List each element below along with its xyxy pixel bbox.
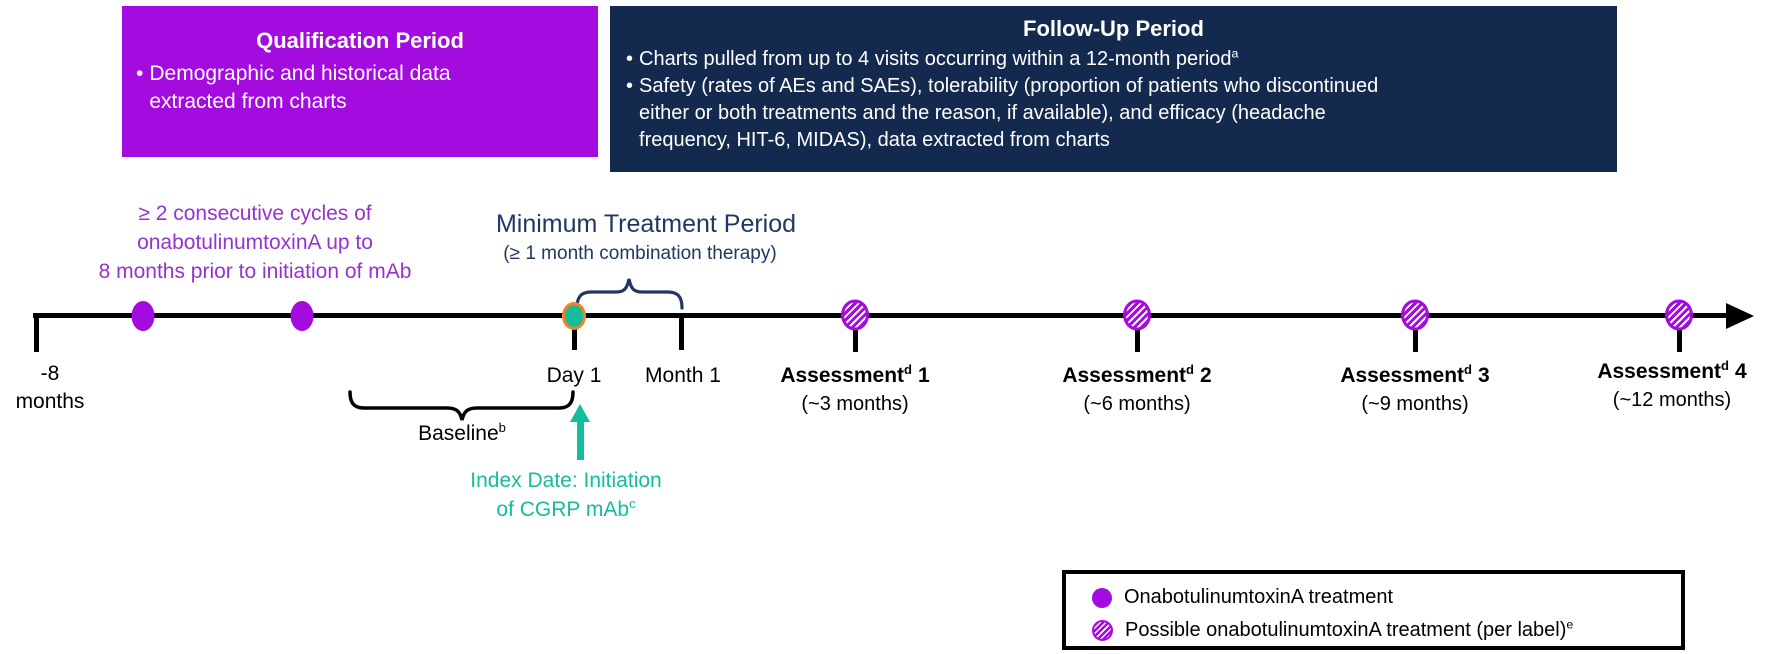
pre-period-note: ≥ 2 consecutive cycles of onabotulinumto… [55, 199, 455, 286]
bullet-icon: • [626, 75, 634, 97]
legend-item-possible-onabot: Possible onabotulinumtoxinA treatment (p… [1092, 614, 1681, 647]
followup-bullet-2-line: frequency, HIT-6, MIDAS), data extracted… [639, 129, 1110, 151]
footnote-d: d [1721, 358, 1729, 373]
bullet-icon: • [626, 48, 634, 70]
followup-period-title: Follow-Up Period [1023, 16, 1204, 41]
day1-tick [572, 318, 577, 350]
onabot-treatment-dot-1 [131, 301, 155, 331]
month1-tick [679, 318, 684, 350]
legend-item-onabot: OnabotulinumtoxinA treatment [1092, 581, 1681, 614]
assessment-3-dot [1401, 299, 1429, 331]
followup-bullet-2-line: Safety (rates of AEs and SAEs), tolerabi… [639, 75, 1379, 97]
assessment-2-tick [1135, 318, 1140, 352]
assessment-4-dot [1665, 299, 1693, 331]
footnote-c: c [629, 496, 636, 511]
onabot-treatment-dot-2 [290, 301, 314, 331]
footnote-d: d [904, 362, 912, 377]
qualification-period-box: Qualification Period • Demographic and h… [122, 6, 598, 157]
footnote-b: b [498, 420, 506, 435]
pre-period-note-line: 8 months prior to initiation of mAb [98, 260, 412, 283]
followup-bullet-2: • Safety (rates of AEs and SAEs), tolera… [626, 73, 1601, 154]
pre-period-note-line: onabotulinumtoxinA up to [137, 231, 373, 254]
followup-bullet-1: • Charts pulled from up to 4 visits occu… [626, 46, 1601, 73]
legend-item-onabot-label: OnabotulinumtoxinA treatment [1124, 586, 1394, 608]
min-treatment-period-title: Minimum Treatment Period [495, 210, 797, 238]
index-date-arrow-icon [570, 404, 590, 460]
assessment-3-tick [1413, 318, 1418, 352]
assessment-1-tick [853, 318, 858, 352]
month1-label: Month 1 [645, 364, 721, 387]
legend-solid-dot-icon [1092, 587, 1112, 608]
pre-period-note-line: ≥ 2 consecutive cycles of [138, 202, 372, 225]
legend-item-possible-onabot-label: Possible onabotulinumtoxinA treatment (p… [1125, 617, 1574, 641]
legend-box: OnabotulinumtoxinA treatment Possible on… [1062, 570, 1685, 650]
assessment-1-dot [841, 299, 869, 331]
timeline-start-label: -8 months [15, 362, 85, 413]
assessment-4-time: (~12 months) [1612, 389, 1732, 411]
footnote-d: d [1186, 362, 1194, 377]
assessment-3-time: (~9 months) [1361, 393, 1469, 415]
bullet-icon: • [136, 62, 144, 85]
timeline-line [33, 313, 1733, 318]
legend-hatched-dot-icon [1092, 620, 1113, 641]
assessment-2-dot [1123, 299, 1151, 331]
qualification-bullet-line: extracted from charts [149, 90, 347, 113]
footnote-e: e [1566, 617, 1574, 632]
baseline-label: Baselineb [418, 420, 506, 445]
followup-period-box: Follow-Up Period • Charts pulled from up… [610, 6, 1617, 172]
treatment-period-brace [575, 278, 684, 310]
assessment-1-time: (~3 months) [801, 393, 909, 415]
footnote-a: a [1231, 46, 1239, 61]
index-date-label: Index Date: Initiation of CGRP mAbc [470, 469, 662, 521]
qualification-period-title: Qualification Period [256, 28, 464, 53]
day1-label: Day 1 [546, 364, 602, 387]
qualification-bullet: • Demographic and historical data extrac… [136, 60, 584, 116]
followup-bullet-2-line: either or both treatments and the reason… [639, 102, 1326, 124]
min-treatment-period-subtitle: (≥ 1 month combination therapy) [503, 243, 777, 264]
assessment-2-time: (~6 months) [1083, 393, 1191, 415]
assessment-4-tick [1677, 318, 1682, 352]
timeline-start-tick [34, 315, 39, 352]
baseline-brace [348, 390, 575, 421]
footnote-d: d [1464, 362, 1472, 377]
followup-bullet-1-text: Charts pulled from up to 4 visits occurr… [639, 48, 1232, 70]
index-date-dot [562, 302, 586, 330]
qualification-bullet-line: Demographic and historical data [149, 62, 451, 85]
